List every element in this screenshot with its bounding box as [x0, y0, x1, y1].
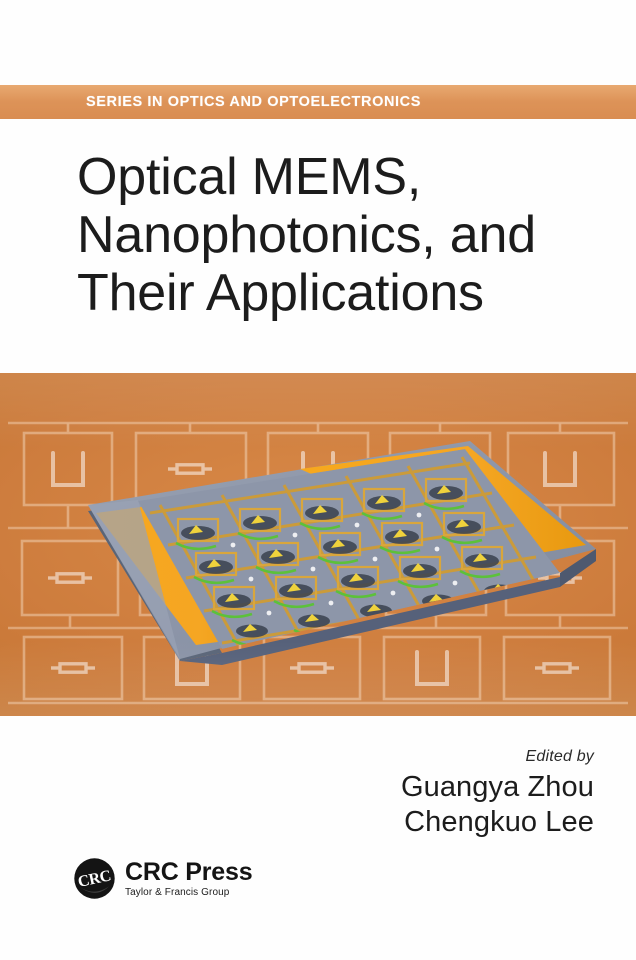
mems-chip-illustration	[88, 441, 596, 665]
cover-artwork	[0, 373, 636, 716]
book-title: Optical MEMS, Nanophotonics, and Their A…	[77, 148, 597, 322]
publisher-logo: CRC CRC Press Taylor & Francis Group	[73, 857, 253, 900]
crc-circle-icon: CRC	[74, 858, 115, 899]
title-line-1: Optical MEMS,	[77, 148, 422, 206]
editor-name-2: Chengkuo Lee	[404, 806, 594, 838]
publisher-name: CRC Press	[125, 858, 253, 886]
title-line-3: Their Applications	[77, 264, 484, 322]
editor-name-1: Guangya Zhou	[400, 771, 594, 803]
title-line-2: Nanophotonics, and	[77, 206, 536, 264]
edited-by-label: Edited by	[525, 748, 594, 765]
series-banner: SERIES IN OPTICS AND OPTOELECTRONICS	[0, 85, 636, 119]
editor-credits: Edited by Guangya Zhou Chengkuo Lee	[401, 748, 594, 840]
publisher-subtitle: Taylor & Francis Group	[125, 887, 230, 898]
svg-text:CRC: CRC	[76, 867, 112, 891]
series-banner-label: SERIES IN OPTICS AND OPTOELECTRONICS	[86, 94, 421, 110]
